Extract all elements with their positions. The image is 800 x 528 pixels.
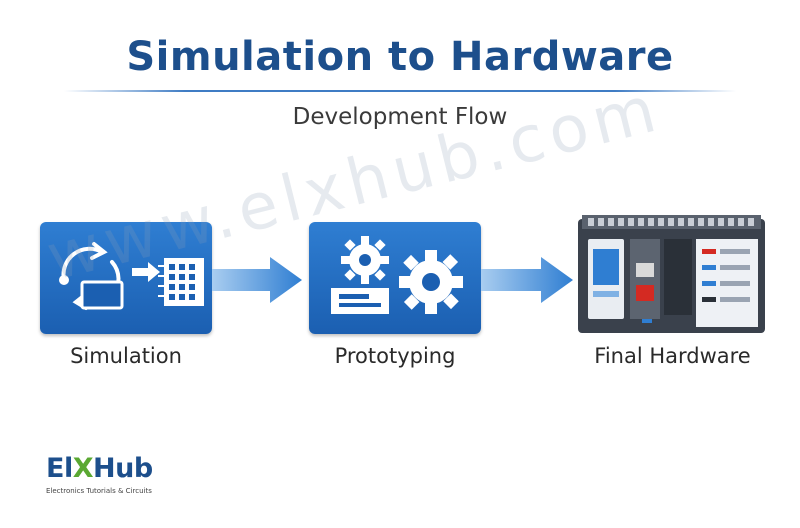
logo-text-a: El (46, 453, 73, 484)
circuit-board-icon (331, 288, 389, 314)
simulation-card (40, 222, 212, 334)
gear-icon (341, 236, 389, 284)
chip-icon (158, 258, 204, 306)
hardware-panel-icon (578, 215, 765, 333)
gear-icon (399, 250, 463, 314)
title-divider (64, 90, 736, 92)
stage-label-simulation: Simulation (70, 344, 182, 368)
logo-text-x: X (72, 453, 94, 484)
diagram-title: Simulation to Hardware (126, 34, 674, 80)
stage-label-prototyping: Prototyping (334, 344, 456, 368)
prototyping-card (309, 222, 481, 334)
logo-tagline: Electronics Tutorials & Circuits (46, 487, 152, 495)
window-icon (80, 280, 124, 310)
flow-arrow-1 (212, 257, 302, 303)
logo-text-b: Hub (93, 453, 153, 484)
flow-arrow-2 (481, 257, 573, 303)
diagram-subtitle: Development Flow (292, 104, 508, 130)
stage-label-final-hardware: Final Hardware (594, 344, 751, 368)
arrow-right-icon (132, 262, 160, 282)
brand-logo: ElXHub Electronics Tutorials & Circuits (46, 453, 153, 496)
